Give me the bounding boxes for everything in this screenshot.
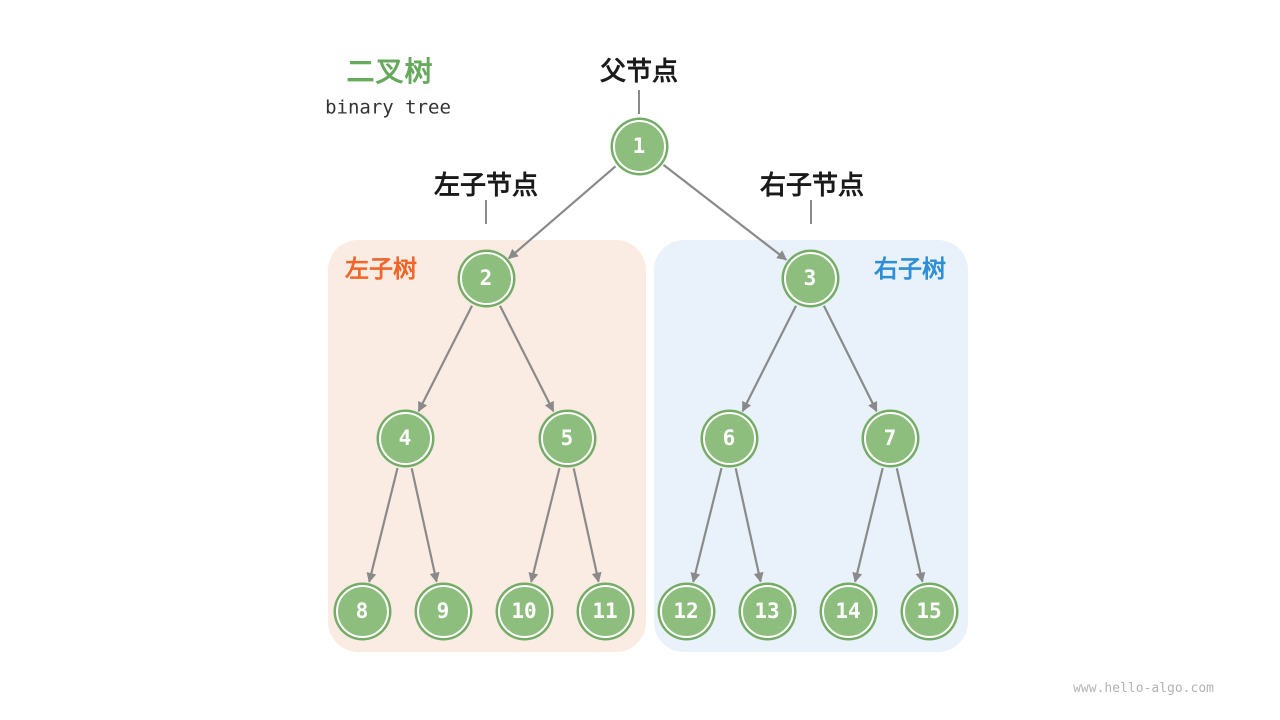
right-subtree-label: 右子树: [874, 256, 946, 283]
tree-node-10: 10: [497, 584, 551, 638]
tree-edge-n3-n6: [741, 305, 797, 413]
tree-node-14: 14: [821, 584, 875, 638]
tree-edge-n2-n5: [499, 305, 555, 413]
tree-node-12: 12: [659, 584, 713, 638]
figure-title-en: binary tree: [325, 96, 451, 119]
tree-node-4: 4: [378, 411, 432, 465]
right-child-node-label: 右子节点: [759, 170, 865, 200]
figure-title-zh: 二叉树: [346, 56, 434, 87]
left-child-node-label: 左子节点: [433, 170, 539, 200]
tree-edge-n1-n2: [507, 165, 617, 260]
tree-edge-n4-n9: [410, 468, 440, 583]
left-subtree-label: 左子树: [345, 256, 417, 283]
tree-node-6: 6: [702, 411, 756, 465]
tree-node-7: 7: [863, 411, 917, 465]
tree-edge-n5-n10: [528, 467, 561, 583]
tree-edge-n5-n11: [572, 468, 602, 583]
tree-edge-n2-n4: [417, 305, 473, 413]
tree-edge-n7-n14: [852, 467, 884, 583]
tree-node-5: 5: [540, 411, 594, 465]
tree-node-13: 13: [740, 584, 794, 638]
tree-edge-n6-n12: [690, 467, 723, 583]
parent-node-label: 父节点: [599, 56, 679, 86]
tree-edge-n4-n8: [366, 467, 399, 583]
tree-edge-n7-n15: [895, 467, 926, 583]
tree-edge-n1-n3: [662, 164, 788, 261]
tree-node-9: 9: [416, 584, 470, 638]
tree-node-1: 1: [612, 119, 666, 173]
tree-edge-n6-n13: [734, 468, 764, 583]
tree-node-3: 3: [783, 251, 837, 305]
watermark: www.hello-algo.com: [1073, 681, 1214, 696]
tree-node-2: 2: [459, 251, 513, 305]
tree-edge-n3-n7: [822, 305, 878, 413]
tree-node-8: 8: [335, 584, 389, 638]
tree-node-11: 11: [578, 584, 632, 638]
tree-node-15: 15: [902, 584, 956, 638]
